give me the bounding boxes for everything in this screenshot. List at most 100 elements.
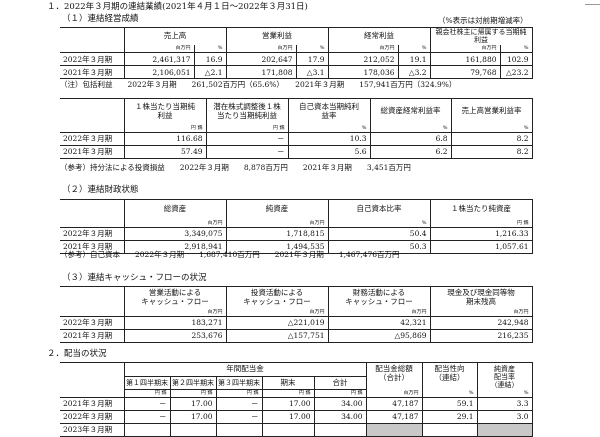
cell: 2,918,941 — [123, 239, 227, 254]
cell — [123, 423, 171, 437]
col-q1: 第１四半期末 — [123, 376, 171, 390]
cell: 17.00 — [261, 397, 315, 411]
cell — [313, 423, 367, 437]
col-roe: 自己資本当期純利益率 — [287, 98, 371, 125]
section-heading: １．2022年３月期の連結業績(2021年４月１日～2022年３月31日) — [47, 2, 308, 12]
unit: 百万円 — [225, 45, 297, 54]
cell: 59.1 — [421, 397, 478, 411]
col-q3: 第３四半期末 — [215, 376, 263, 390]
table-row: 2021年３月期 2,106,051△2.1 171,808△3.1 178,0… — [60, 65, 533, 80]
cell: 116.68 — [123, 131, 207, 146]
cell: 50.4 — [327, 226, 431, 241]
cell: 6.2 — [369, 144, 452, 159]
cell: 17.00 — [169, 410, 217, 424]
table-row: 2023年３月期 — [60, 423, 533, 437]
unit: 百万円 — [365, 389, 423, 398]
cell: 202,647 — [225, 52, 297, 67]
row-label: 2021年３月期 — [60, 65, 125, 80]
cell: 17.9 — [295, 52, 329, 67]
cell: 161,880 — [429, 52, 501, 67]
unit: 円 銭 — [123, 389, 171, 398]
col-total-dividend: 配当金総額 （合計） — [365, 362, 423, 390]
cell: 3.3 — [476, 397, 533, 411]
equity-method-note: （参考）持分法による投資損益 2022年３月期 8,878百万円 2021年３月… — [60, 163, 411, 172]
cell: 171,808 — [225, 65, 297, 80]
unit: % — [295, 45, 329, 54]
unit: % — [397, 45, 431, 54]
shaded-cell — [476, 423, 533, 437]
operating-results-table: 売上高 営業利益 経常利益 親会社株主に帰属する当期純利益 百万円% 百万円% … — [60, 27, 533, 80]
row-label: 2022年３月期 — [60, 131, 125, 146]
cell: 47,187 — [365, 397, 423, 411]
unit: 百万円 — [123, 219, 227, 228]
cell: 2,461,317 — [123, 52, 195, 67]
unit: 百万円 — [123, 308, 227, 317]
page-corner-mark — [585, 0, 600, 5]
cell: 3,349,075 — [123, 226, 227, 241]
col-operating-cf: 営業活動による キャッシュ・フロー — [123, 286, 227, 309]
col-operating-margin: 売上高営業利益率 — [450, 98, 533, 125]
unit: % — [369, 124, 452, 133]
cell: △95,869 — [327, 328, 431, 343]
unit: 円 銭 — [313, 389, 367, 398]
col-ordinary-income: 経常利益 — [327, 27, 431, 46]
unit: % — [287, 124, 371, 133]
unit: % — [499, 45, 533, 54]
shaded-cell — [365, 423, 423, 437]
cell: △157,751 — [225, 328, 329, 343]
cell: △2.1 — [193, 65, 227, 80]
cell: 2,106,051 — [123, 65, 195, 80]
table-row: 2022年３月期 － 17.00 － 17.00 34.00 47,187 29… — [60, 410, 533, 424]
cell — [421, 423, 478, 437]
row-label: 2022年３月期 — [60, 226, 125, 241]
comprehensive-income-note: （注）包括利益 2022年３月期 261,502百万円（65.6%） 2021年… — [60, 80, 457, 89]
cell: 10.3 — [287, 131, 371, 146]
unit: 百万円 — [429, 45, 501, 54]
cell: 17.00 — [169, 397, 217, 411]
cell: － — [215, 397, 263, 411]
cell: － — [215, 410, 263, 424]
cell: 34.00 — [313, 397, 367, 411]
cell: 1,057.61 — [429, 239, 533, 254]
row-label: 2021年３月期 — [60, 144, 125, 159]
unit: % — [327, 219, 431, 228]
col-operating-income: 営業利益 — [225, 27, 329, 46]
col-equity-ratio: 自己資本比率 — [327, 199, 431, 220]
col-investing-cf: 投資活動による キャッシュ・フロー — [225, 286, 329, 309]
row-label: 2022年３月期 — [60, 410, 125, 424]
cell: △23.2 — [499, 65, 533, 80]
col-net-income: 親会社株主に帰属する当期純利益 — [429, 27, 533, 46]
col-roa: 総資産経常利益率 — [369, 98, 452, 125]
cell: － — [205, 144, 289, 159]
row-label: 2022年３月期 — [60, 52, 125, 67]
table-row: 2021年３月期 253,676 △157,751 △95,869 216,23… — [60, 328, 533, 343]
cell: 216,235 — [429, 328, 533, 343]
cell: 178,036 — [327, 65, 399, 80]
row-label: 2023年３月期 — [60, 423, 125, 437]
cell: 17.00 — [261, 410, 315, 424]
s3-title: （３）連結キャッシュ・フローの状況 — [62, 273, 207, 283]
col-diluted-eps: 潜在株式調整後１株当たり当期純利益 — [205, 98, 289, 125]
cell: 47,187 — [365, 410, 423, 424]
cell: 19.1 — [397, 52, 431, 67]
cell: 253,676 — [123, 328, 227, 343]
table-row: 2021年３月期 57.49 － 5.6 6.2 8.2 — [60, 144, 533, 159]
col-payout-ratio: 配当性向 （連結） — [421, 362, 478, 390]
cell — [169, 423, 217, 437]
cell: 29.1 — [421, 410, 478, 424]
cell: 57.49 — [123, 144, 207, 159]
unit: 円 銭 — [429, 219, 533, 228]
table-row: 2021年３月期 － 17.00 － 17.00 34.00 47,187 59… — [60, 397, 533, 411]
unit: 百万円 — [123, 45, 195, 54]
row-label: 2021年３月期 — [60, 397, 125, 411]
col-total: 合計 — [313, 376, 367, 390]
cell: － — [123, 410, 171, 424]
financial-position-table: 総資産 純資産 自己資本比率 １株当たり純資産 百万円 百万円 % 円 銭 20… — [60, 199, 533, 254]
dividend-table: 年間配当金 配当金総額 （合計） 配当性向 （連結） 純資産 配当率 （連結） … — [60, 362, 533, 437]
unit: 円 銭 — [205, 124, 289, 133]
cell — [261, 423, 315, 437]
cell: 1,718,815 — [225, 226, 329, 241]
table-row: 2021年３月期 2,918,941 1,494,535 50.3 1,057.… — [60, 239, 533, 254]
unit: 百万円 — [225, 308, 329, 317]
